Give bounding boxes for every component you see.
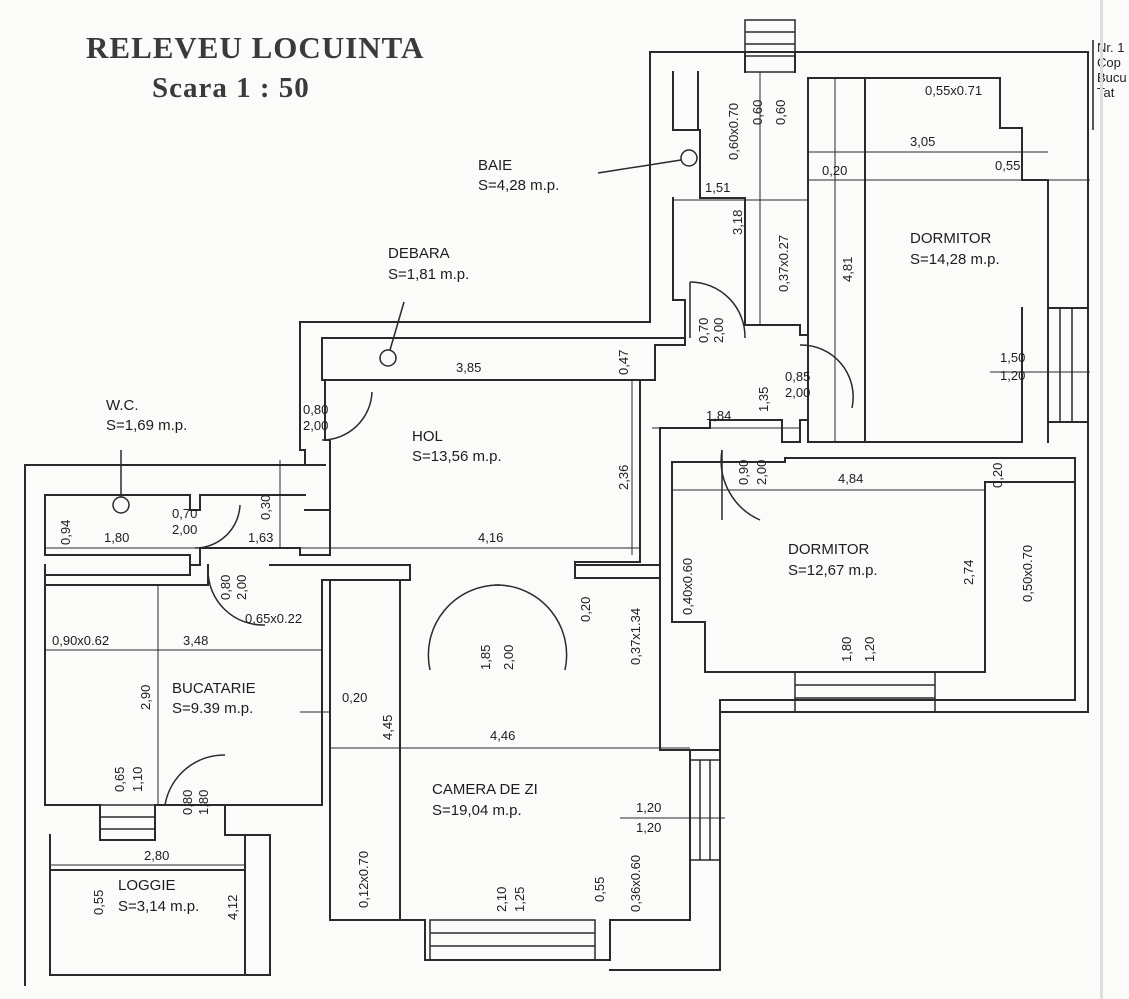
dim-label: 4,46 <box>490 728 515 743</box>
dim-label: 0,40x0.60 <box>680 558 695 615</box>
dim-label: 2,36 <box>616 465 631 490</box>
dim-label: 0,80 <box>218 575 233 600</box>
dim-label: 1,51 <box>705 180 730 195</box>
room-area-wc: S=1,69 m.p. <box>106 417 187 434</box>
dim-label: 1,80 <box>104 530 129 545</box>
dim-label: 0,70 <box>172 506 197 521</box>
dim-label: 2,00 <box>172 522 197 537</box>
dim-label: 3,85 <box>456 360 481 375</box>
dim-label: 1,85 <box>478 645 493 670</box>
dim-label: 0,37x1.34 <box>628 608 643 665</box>
dim-label: 2,00 <box>234 575 249 600</box>
dim-label: 0,55 <box>592 877 607 902</box>
room-area-bucatarie: S=9.39 m.p. <box>172 700 253 717</box>
room-name-dormitor-1: DORMITOR <box>910 230 992 247</box>
dim-label: 0,85 <box>785 369 810 384</box>
dim-label: 1,10 <box>130 767 145 792</box>
dim-label: 2,74 <box>961 560 976 585</box>
dim-label: 0,60x0.70 <box>726 103 741 160</box>
dim-label: 1,20 <box>636 820 661 835</box>
room-labels: BAIE S=4,28 m.p. DEBARA S=1,81 m.p. W.C.… <box>106 157 1000 915</box>
dim-label: 1,80 <box>839 637 854 662</box>
dimension-lines <box>45 72 1090 866</box>
dim-label: 1,63 <box>248 530 273 545</box>
dim-label: 0,12x0.70 <box>356 851 371 908</box>
room-area-hol: S=13,56 m.p. <box>412 448 502 465</box>
dim-label: 2,90 <box>138 685 153 710</box>
room-name-hol: HOL <box>412 428 443 445</box>
dim-label: 1,50 <box>1000 350 1025 365</box>
dim-label: 1,84 <box>706 408 731 423</box>
dim-label: 0,20 <box>578 597 593 622</box>
room-name-dormitor-2: DORMITOR <box>788 541 870 558</box>
dim-label: 0,50x0.70 <box>1020 545 1035 602</box>
dim-label: 1,35 <box>756 387 771 412</box>
dim-label: 2,00 <box>501 645 516 670</box>
dim-label: 0,20 <box>342 690 367 705</box>
dim-label: 0,90x0.62 <box>52 633 109 648</box>
room-area-baie: S=4,28 m.p. <box>478 177 559 194</box>
dim-label: 2,00 <box>303 418 328 433</box>
dim-label: 0,60 <box>750 100 765 125</box>
room-name-baie: BAIE <box>478 157 512 174</box>
room-name-bucatarie: BUCATARIE <box>172 680 256 697</box>
dim-label: 0,30 <box>258 495 273 520</box>
room-area-loggie: S=3,14 m.p. <box>118 898 199 915</box>
dim-label: 4,81 <box>840 257 855 282</box>
dim-label: 0,80 <box>180 790 195 815</box>
dimension-labels: 0,55x0.71 0,60x0.70 0,60 0,60 3,05 0,20 … <box>52 83 1035 920</box>
room-name-wc: W.C. <box>106 397 139 414</box>
vent-circles <box>112 149 698 514</box>
room-name-camera-de-zi: CAMERA DE ZI <box>432 781 538 798</box>
dim-label: 1,80 <box>196 790 211 815</box>
dim-label: 0,55 <box>995 158 1020 173</box>
plan-title: RELEVEU LOCUINTA <box>86 30 425 65</box>
room-area-debara: S=1,81 m.p. <box>388 266 469 283</box>
dim-label: 0,65x0.22 <box>245 611 302 626</box>
dim-label: 0,47 <box>616 350 631 375</box>
stamp-line: Bucu <box>1097 70 1127 85</box>
dim-label: 4,84 <box>838 471 863 486</box>
dim-label: 0,20 <box>822 163 847 178</box>
dim-label: 1,20 <box>1000 368 1025 383</box>
stamp-line: Nr. 1 <box>1097 40 1125 55</box>
dim-label: 0,70 <box>696 318 711 343</box>
room-area-camera-de-zi: S=19,04 m.p. <box>432 802 522 819</box>
scan-edge <box>1100 0 1103 999</box>
dim-label: 3,48 <box>183 633 208 648</box>
room-area-dormitor-1: S=14,28 m.p. <box>910 251 1000 268</box>
dim-label: 0,20 <box>990 463 1005 488</box>
dim-label: 2,00 <box>785 385 810 400</box>
dim-label: 0,65 <box>112 767 127 792</box>
dim-label: 0,55x0.71 <box>925 83 982 98</box>
dim-label: 0,90 <box>736 460 751 485</box>
dim-label: 2,10 <box>494 887 509 912</box>
room-name-debara: DEBARA <box>388 245 450 262</box>
dim-label: 0,37x0.27 <box>776 235 791 292</box>
dim-label: 3,05 <box>910 134 935 149</box>
room-area-dormitor-2: S=12,67 m.p. <box>788 562 878 579</box>
dim-label: 2,80 <box>144 848 169 863</box>
room-name-loggie: LOGGIE <box>118 877 176 894</box>
dim-label: 0,36x0.60 <box>628 855 643 912</box>
dim-label: 4,12 <box>225 895 240 920</box>
door-swings <box>164 281 854 806</box>
dim-label: 0,60 <box>773 100 788 125</box>
dim-label: 4,16 <box>478 530 503 545</box>
dim-label: 1,25 <box>512 887 527 912</box>
dim-label: 2,00 <box>754 460 769 485</box>
dim-label: 0,80 <box>303 402 328 417</box>
dim-label: 4,45 <box>380 715 395 740</box>
dim-label: 1,20 <box>862 637 877 662</box>
dim-label: 0,94 <box>58 520 73 545</box>
stairs <box>99 19 1089 961</box>
plan-scale: Scara 1 : 50 <box>152 72 310 104</box>
dim-label: 1,20 <box>636 800 661 815</box>
dim-label: 3,18 <box>730 210 745 235</box>
dim-label: 2,00 <box>711 318 726 343</box>
dim-label: 0,55 <box>91 890 106 915</box>
